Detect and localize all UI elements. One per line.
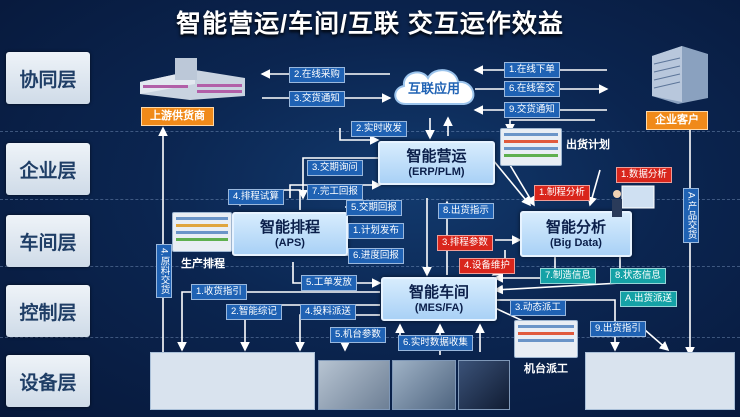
layer-control: 控制层 (6, 285, 90, 337)
erp-title: 智能营运 (406, 147, 467, 165)
label-online-order: 1.在线下单 (504, 62, 560, 78)
label-plan-release: 1.计划发布 (348, 223, 404, 239)
bigdata-system-box: 智能分析 (Big Data) (520, 211, 632, 257)
erp-subtitle: (ERP/PLM) (408, 165, 465, 178)
label-schedule-trial: 4.排程试算 (228, 189, 284, 205)
bigdata-subtitle: (Big Data) (550, 236, 602, 249)
separator (0, 266, 740, 267)
label-due-date-inquiry: 3.交期询问 (307, 160, 363, 176)
label-equipment-maintenance: 4.设备维护 (459, 258, 515, 274)
label-completion-report: 7.完工回报 (307, 184, 363, 200)
label-material-dispatch: 4.投料派送 (300, 304, 356, 320)
label-realtime-data-collection: 6.实时数据收集 (398, 335, 473, 351)
label-online-reply: 6.在线答交 (504, 81, 560, 97)
label-data-analysis: 1.数据分析 (616, 167, 672, 183)
aps-title: 智能排程 (259, 218, 320, 236)
machine-dispatch-caption: 机台派工 (524, 363, 568, 375)
layer-enterprise: 企业层 (6, 143, 90, 195)
label-shipping-guide: 9.出货指引 (590, 321, 646, 337)
mes-title: 智能车间 (408, 283, 469, 301)
analyst-icon (612, 185, 655, 217)
label-shipping-instruction: 8.出货指示 (438, 203, 494, 219)
label-realtime-receipt: 2.实时收发 (351, 121, 407, 137)
label-delivery-notice-supplier: 3.交货通知 (289, 91, 345, 107)
cloud-icon (394, 69, 475, 105)
customer-building-icon (652, 46, 708, 104)
label-manufacturing-info: 7.制造信息 (540, 268, 596, 284)
erp-system-box: 智能营运 (ERP/PLM) (378, 141, 495, 185)
mes-subtitle: (MES/FA) (414, 301, 464, 314)
mes-system-box: 智能车间 (MES/FA) (381, 277, 497, 321)
layer-workshop: 车间层 (6, 215, 90, 267)
factory-photo-1 (318, 360, 390, 410)
supplier-building-icon (140, 58, 245, 100)
label-receiving-guide: 1.收货指引 (191, 284, 247, 300)
label-product-delivery: A.产品交货 (683, 188, 699, 243)
delivery-plan-screenshot (500, 128, 562, 166)
factory-photo-3 (458, 360, 510, 410)
aps-system-box: 智能排程 (APS) (232, 212, 348, 256)
production-schedule-caption: 生产排程 (181, 258, 225, 270)
supplier-tag: 上游供货商 (141, 107, 214, 126)
label-delivery-notice-customer: 9.交货通知 (504, 102, 560, 118)
layer-equipment: 设备层 (6, 355, 90, 407)
customer-tag: 企业客户 (646, 111, 708, 130)
production-schedule-screenshot (172, 212, 232, 252)
label-status-info: 8.状态信息 (610, 268, 666, 284)
label-schedule-parameters: 3.排程参数 (437, 235, 493, 251)
equipment-group-right (585, 352, 735, 410)
label-machine-parameters: 5.机台参数 (330, 327, 386, 343)
label-smart-record: 2.智能综记 (226, 304, 282, 320)
layer-collaboration: 协同层 (6, 52, 90, 104)
label-online-purchase: 2.在线采购 (289, 67, 345, 83)
label-shipment-delivery: A.出货派送 (620, 291, 677, 307)
label-progress-report: 6.进度回报 (348, 248, 404, 264)
aps-subtitle: (APS) (275, 236, 305, 249)
delivery-plan-caption: 出货计划 (566, 139, 610, 151)
label-raw-material-delivery: 4.原料交货 (156, 244, 172, 298)
cloud-label: 互联应用 (408, 81, 461, 96)
label-dynamic-dispatch: 3.动态派工 (510, 300, 566, 316)
label-due-date-report: 5.交期回报 (346, 200, 402, 216)
label-process-analysis: 1.制程分析 (534, 185, 590, 201)
factory-photo-2 (392, 360, 456, 410)
bigdata-title: 智能分析 (545, 218, 606, 236)
separator (0, 199, 740, 200)
page-title: 智能营运/车间/互联 交互运作效益 (176, 10, 564, 38)
label-work-order-release: 5.工单发放 (301, 275, 357, 291)
machine-dispatch-screenshot (514, 320, 578, 358)
equipment-group-left (150, 352, 315, 410)
